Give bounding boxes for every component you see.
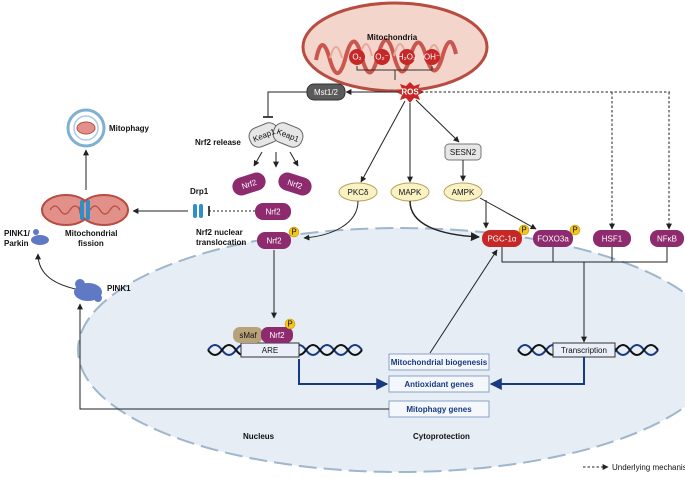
phospho-label-nuclear: P: [287, 320, 292, 329]
mitophagy-icon: [66, 108, 106, 148]
arrow-ampk-foxo: [479, 197, 537, 230]
phospho-label-foxo: P: [572, 226, 577, 235]
pkc-label: PKCδ: [348, 188, 369, 197]
pink1-icon: [74, 279, 102, 302]
o2-label: O₂: [352, 53, 361, 62]
are-label: ARE: [262, 346, 278, 355]
foxo-label: FOXO3a: [537, 235, 569, 244]
phospho-badge-pgc: [518, 224, 530, 236]
arrow-transcription-antioxidant: [489, 357, 585, 390]
pgc-node: [482, 230, 522, 247]
nrf2-nuclear-label-1: Nrf2 nuclear: [196, 228, 243, 237]
mitochondrion: [301, 1, 489, 93]
nrf2-nuclear-node-label: Nrf2: [269, 331, 285, 340]
hsf1-node: [593, 230, 631, 247]
arrow-ros-pkc: [360, 100, 406, 183]
ros-label: ROS: [401, 88, 419, 97]
ros-species: [349, 49, 440, 65]
fission-mitochondrion-icon: [41, 194, 129, 226]
pgc-label: PGC-1α: [487, 235, 516, 244]
sesn2-label: SESN2: [450, 148, 477, 157]
phospho-badge-nrf2: [288, 226, 300, 238]
transcription-label: Transcription: [561, 346, 607, 355]
dashed-ros-paths: [421, 91, 672, 230]
tf-merge-lines: [501, 247, 668, 343]
hydroxyl-label: OH⁻: [424, 53, 440, 62]
phospho-badge-nuclear: [284, 318, 296, 330]
nrf2-free-a: [232, 172, 266, 196]
nucleus: [77, 227, 685, 473]
arrow-are-antioxidant: [298, 359, 389, 390]
arrow-pkc-nrf2: [303, 200, 359, 241]
drp1-icon: [193, 204, 203, 218]
phospho-label-pgc: P: [521, 226, 526, 235]
arrow-biogenesis-pgc: [429, 249, 498, 354]
nfkb-label: NFκB: [657, 235, 677, 244]
arrow-pink1-parkin: [35, 253, 81, 291]
nfkb-node: [650, 230, 684, 247]
nrf2-release-label: Nrf2 release: [195, 138, 241, 147]
keap1-release-arrows: [253, 151, 299, 168]
smaf-node: [233, 327, 263, 343]
ampk-node: [443, 182, 483, 202]
antioxidant-label: Antioxidant genes: [404, 380, 474, 389]
drp1-label: Drp1: [190, 187, 209, 196]
nrf2-free-b: [278, 172, 312, 196]
cytoprotection-label: Cytoprotection: [413, 432, 470, 441]
mitophagy-label: Mitophagy: [109, 124, 150, 133]
nrf2-nuclear-label-2: translocation: [196, 238, 246, 247]
mito-biogenesis-box: [388, 353, 490, 371]
nrf2-drp1-label: Nrf2: [265, 208, 281, 217]
foxo-node: [533, 230, 573, 247]
h2o2-label: H₂O₂: [398, 53, 416, 62]
nrf2-phospho-label: Nrf2: [266, 237, 282, 246]
superoxide-label: O₂⁻: [375, 53, 389, 62]
phospho-label-nrf2: P: [291, 228, 296, 237]
nrf2-drp1: [255, 203, 291, 220]
nrf2-phospho: [257, 232, 291, 249]
pink1-parkin-label-2: Parkin: [4, 239, 29, 248]
pink1-parkin-icon: [31, 229, 49, 245]
mito-ros-bracket: [356, 66, 433, 80]
smaf-label: sMaf: [239, 331, 257, 340]
arrow-mapk-pgc: [409, 200, 480, 242]
pink1-label: PINK1: [107, 284, 131, 293]
legend-label: Underlying mechanism: [612, 463, 685, 472]
inhibit-mst-keap1: [263, 91, 307, 118]
mitochondria-label: Mitochondria: [367, 33, 418, 42]
ros-burst: [396, 82, 424, 103]
pink1-parkin-label-1: PINK1/: [4, 229, 31, 238]
keap1-dimer: [248, 122, 304, 148]
nrf2-nuclear: [261, 327, 293, 343]
antioxidant-box: [388, 375, 490, 393]
arrow-ros-sesn2: [415, 99, 460, 143]
mitophagy-genes-label: Mitophagy genes: [406, 405, 472, 414]
ampk-label: AMPK: [452, 188, 475, 197]
fission-label-2: fission: [78, 239, 104, 248]
arrow-mitophagy-genes-pink1: [77, 303, 389, 410]
mst-label: Mst1/2: [314, 88, 339, 97]
fission-label-1: Mitochondrial: [65, 229, 117, 238]
phospho-badge-foxo: [569, 224, 581, 236]
mapk-label: MAPK: [399, 188, 422, 197]
hsf1-label: HSF1: [602, 235, 623, 244]
nucleus-label: Nucleus: [243, 432, 275, 441]
mito-biogenesis-label: Mitochondrial biogenesis: [391, 358, 488, 367]
